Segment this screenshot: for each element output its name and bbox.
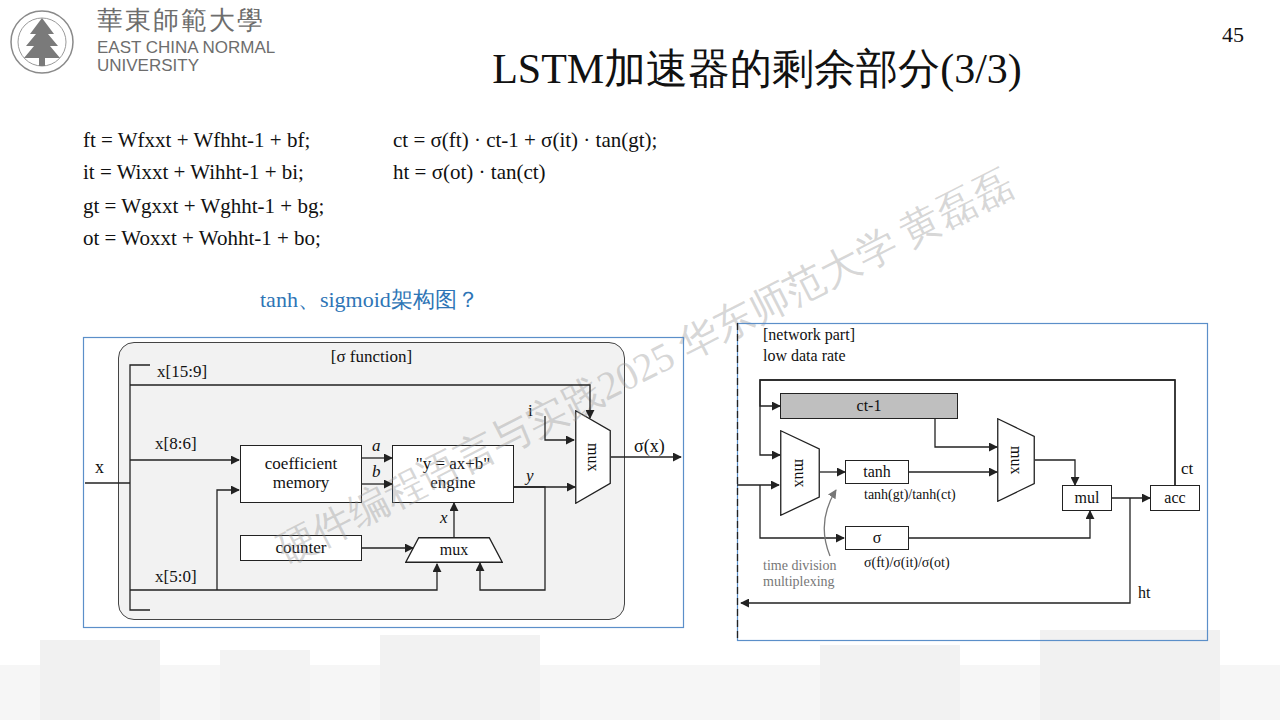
equation: ft = Wfxxt + Wfhht-1 + bf; <box>83 128 310 152</box>
node-text: coefficient memory <box>241 455 361 492</box>
node-text: mux <box>581 443 605 471</box>
output-wire <box>611 456 681 457</box>
edge-label: y <box>526 467 534 486</box>
connector <box>760 380 1175 485</box>
function-note: tanh(gt)/tanh(ct) <box>864 487 956 503</box>
figure-frame <box>84 338 684 628</box>
signal-name: x[15:9] <box>157 362 207 382</box>
connector <box>453 503 454 537</box>
mux-shape <box>576 411 611 504</box>
tanh-block: tanh <box>845 460 909 484</box>
edge-label: a <box>372 437 381 456</box>
campus-building <box>380 635 540 720</box>
connector <box>935 419 997 447</box>
equation: ct = σ(ft) · ct-1 + σ(it) · tan(gt); <box>393 128 657 152</box>
mux-symbol: mux <box>780 430 820 516</box>
connector <box>362 547 413 548</box>
input-wire <box>85 482 130 483</box>
edge-label: ct <box>1181 460 1193 479</box>
slide-title: LSTM加速器的剩余部分(3/3) <box>297 44 1217 94</box>
campus-building <box>220 650 310 720</box>
logo-trunk <box>39 58 45 66</box>
signal-name: ht <box>1138 584 1150 602</box>
mux-symbol: mux <box>405 537 503 563</box>
signal-name: i <box>528 401 533 421</box>
node-text: counter <box>273 539 330 558</box>
equation: gt = Wgxxt + Wghht-1 + bg; <box>83 194 324 218</box>
connector <box>514 486 575 487</box>
node-text: mux <box>1004 446 1028 474</box>
signal-name: x[8:6] <box>155 434 197 454</box>
campus-building <box>40 640 160 720</box>
connector <box>820 471 845 472</box>
equation: ot = Woxxt + Wohht-1 + bo; <box>83 226 321 250</box>
signal-wire <box>545 416 574 440</box>
node-text: [σ function] <box>328 348 415 367</box>
mux-shape <box>781 431 820 516</box>
callout-note: time division multiplexing <box>763 558 855 590</box>
output-name: σ(x) <box>634 436 665 457</box>
equation: it = Wixxt + Wihht-1 + bi; <box>83 160 304 184</box>
connector <box>362 457 392 458</box>
connector <box>909 511 1090 538</box>
connector <box>362 483 392 484</box>
mux-shape <box>998 419 1035 502</box>
campus-building <box>820 645 960 720</box>
node-text: "y = ax+b" engine <box>393 455 513 492</box>
university-name: 華東師範大學 <box>97 6 265 36</box>
accumulator-block: acc <box>1150 485 1200 511</box>
counter-block: counter <box>240 535 362 561</box>
campus-building <box>1040 630 1220 720</box>
subtitle: tanh、sigmoid架构图？ <box>260 287 479 312</box>
leader-arrow <box>824 490 836 556</box>
multiplier-block: mul <box>1062 485 1112 511</box>
node-text: σ <box>870 529 885 547</box>
signal-wire <box>130 564 437 590</box>
section-note: [network part] <box>763 326 855 344</box>
equation: ht = σ(ot) · tan(ct) <box>393 160 546 184</box>
node-text: mux <box>788 459 812 487</box>
connector <box>1112 497 1150 498</box>
connector <box>909 471 997 472</box>
engine-block: "y = ax+b" engine <box>392 445 514 503</box>
bus-bracket <box>130 365 150 610</box>
edge-label: b <box>372 463 381 482</box>
node-text: mux <box>437 541 471 559</box>
node-text: acc <box>1161 489 1188 507</box>
node-text: tanh <box>860 463 894 481</box>
connector <box>1035 460 1075 485</box>
logo-ring <box>18 18 66 66</box>
mux-shape <box>406 538 503 563</box>
signal-wire <box>130 459 239 460</box>
mux-symbol: mux <box>997 418 1035 502</box>
output-wire <box>741 498 1130 603</box>
section-note: low data rate <box>763 347 846 365</box>
connector <box>480 487 545 590</box>
memory-block: coefficient memory <box>240 445 362 503</box>
function-note: σ(ft)/σ(it)/σ(ot) <box>864 555 950 571</box>
signal-wire <box>217 490 239 590</box>
node-text: ct-1 <box>854 397 885 415</box>
register-block: ct-1 <box>780 393 958 419</box>
connector <box>760 380 1175 485</box>
page-number: 45 <box>1222 22 1244 47</box>
university-name: EAST CHINA NORMAL UNIVERSITY <box>97 39 312 75</box>
node-text: mul <box>1072 489 1103 507</box>
signal-wire <box>130 385 590 418</box>
dashed-boundary <box>737 323 738 642</box>
logo-tree <box>24 18 60 58</box>
signal-name: x[5:0] <box>155 567 197 587</box>
mux-symbol: mux <box>575 410 611 504</box>
edge-label: x <box>440 509 448 528</box>
sigmoid-block: σ <box>845 526 909 550</box>
signal-wire <box>737 484 779 485</box>
logo-ring <box>11 11 73 73</box>
figure-frame <box>738 324 1208 641</box>
signal-name: x <box>95 457 104 478</box>
signal-wire <box>760 485 844 538</box>
